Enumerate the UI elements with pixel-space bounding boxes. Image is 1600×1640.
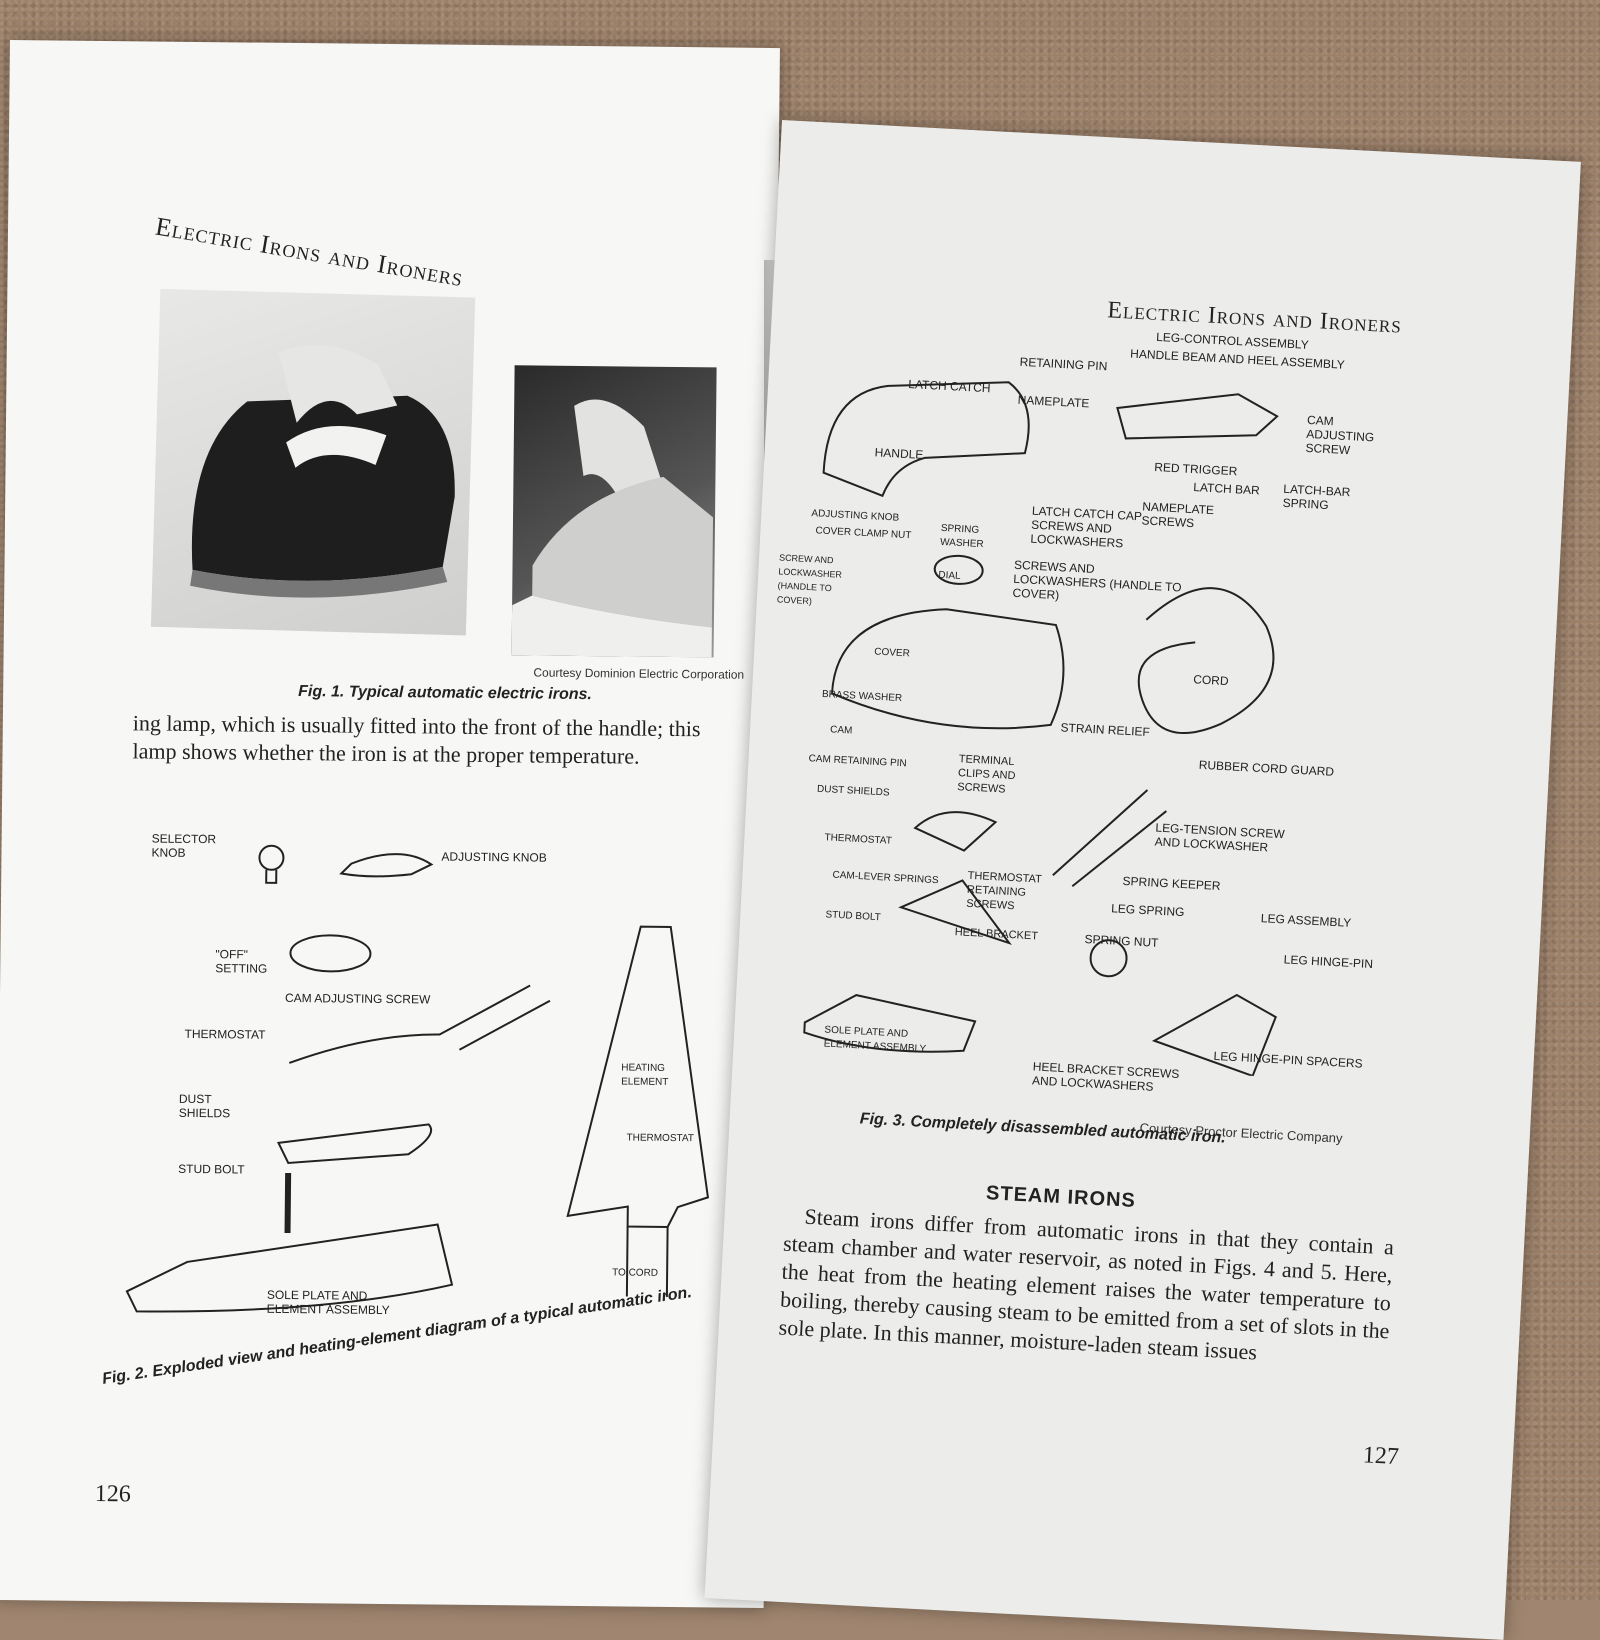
label-thermostat-retaining: THERMOSTAT RETAINING SCREWS [965, 869, 1042, 913]
label-cord: CORD [1192, 672, 1229, 689]
dial-shape [289, 934, 372, 973]
label-off-setting: "OFF" SETTING [215, 947, 268, 976]
label-nameplate-screws: NAMEPLATE SCREWS [1141, 499, 1215, 531]
left-body-text: ing lamp, which is usually fitted into t… [132, 710, 701, 769]
dust-shield-shape [913, 811, 998, 852]
label-terminal-clips: TERMINAL CLIPS AND SCREWS [957, 753, 1016, 796]
label-screws-lockwashers: SCREWS AND LOCKWASHERS (HANDLE TO COVER) [1012, 557, 1182, 603]
steam-irons-heading: STEAM IRONS [985, 1182, 1137, 1212]
cord-guard-shape [1052, 789, 1167, 888]
sole-plate-shape [125, 1223, 454, 1313]
label-latch-catch-cap: LATCH CATCH CAP SCREWS AND LOCKWASHERS [1030, 503, 1143, 551]
label-dial: DIAL [938, 569, 961, 582]
thermostat-shape [898, 879, 1012, 945]
fig1-credit: Courtesy Dominion Electric Corporation [533, 665, 745, 682]
fig2-exploded-diagram [125, 844, 710, 1313]
iron-photo-illustration [511, 399, 714, 658]
dust-shield-shape [276, 1123, 433, 1165]
label-thermostat-diagram: THERMOSTAT [626, 1132, 694, 1145]
label-sole-plate: SOLE PLATE AND ELEMENT ASSEMBLY [266, 1287, 390, 1318]
leg-spring-shape [1089, 939, 1128, 978]
label-spring-washer: SPRING WASHER [939, 522, 984, 551]
fig1-photo-iron-right [511, 365, 717, 658]
leg-assembly-shape [1151, 993, 1277, 1078]
iron-photo-illustration [190, 345, 455, 598]
label-heating-element: HEATING ELEMENT [621, 1062, 669, 1088]
label-cam-adjusting-screw: CAM ADJUSTING SCREW [1305, 412, 1375, 458]
right-body-text: Steam irons differ from automatic irons … [778, 1203, 1395, 1365]
label-thermostat: THERMOSTAT [184, 1026, 266, 1042]
label-handle: HANDLE [874, 445, 924, 462]
label-stud-bolt: STUD BOLT [825, 909, 882, 924]
right-page: Electric Irons and Ironers LEG-CONTROL A… [704, 120, 1581, 1640]
fig3-caption: Fig. 3. Completely disassembled automati… [859, 1110, 1227, 1147]
label-selector-knob: SELECTOR KNOB [151, 831, 217, 860]
sole-plate-shape [803, 994, 977, 1053]
label-screw-lockwasher: SCREW AND LOCKWASHER (HANDLE TO COVER) [776, 552, 843, 607]
label-cover: COVER [873, 646, 911, 660]
stud-bolt-shape [284, 1172, 292, 1234]
label-dust-shields: DUST SHIELDS [178, 1091, 231, 1121]
handle-shape [822, 381, 1030, 498]
label-stud-bolt: STUD BOLT [178, 1161, 245, 1177]
label-latch-bar-spring: LATCH-BAR SPRING [1282, 481, 1351, 513]
left-running-head: Electric Irons and Ironers [153, 211, 466, 293]
label-cam-adjusting-screw: CAM ADJUSTING SCREW [284, 990, 431, 1007]
fig1-photo-iron-left [150, 288, 476, 636]
adjusting-knob-shape [339, 853, 434, 878]
label-adjusting-knob: ADJUSTING KNOB [441, 849, 547, 865]
selector-knob-shape [258, 844, 285, 871]
dial-shape [933, 554, 984, 585]
left-page-number: 126 [94, 1480, 131, 1508]
handle-beam-shape [1116, 393, 1279, 440]
fig1-caption: Fig. 1. Typical automatic electric irons… [298, 683, 592, 704]
cord-coil-shape [1137, 587, 1275, 735]
fig3-disassembled-diagram [803, 381, 1279, 1078]
cord-leads [625, 1226, 669, 1297]
right-page-number: 127 [1362, 1442, 1400, 1471]
label-cam: CAM [829, 724, 853, 737]
right-running-head: Electric Irons and Ironers [1106, 297, 1403, 339]
cover-shape [831, 608, 1065, 730]
label-to-cord: TO CORD [612, 1267, 659, 1279]
left-page: Electric Irons and Ironers Courtesy Domi… [0, 40, 780, 1608]
thermostat-shape [288, 984, 551, 1064]
